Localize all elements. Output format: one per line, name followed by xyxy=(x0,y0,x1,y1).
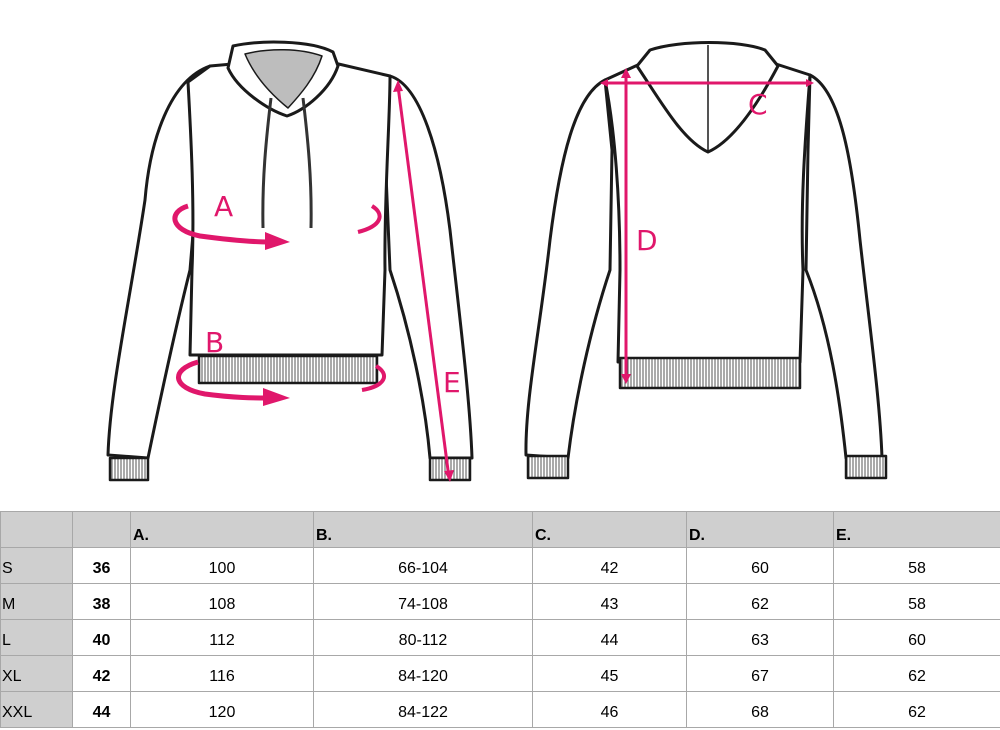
hoodie-measurement-diagram: A B E C D xyxy=(106,40,888,482)
size-chart-table: A. B. C. D. E. S 36 100 66-104 42 60 58 … xyxy=(0,511,1000,728)
measurement-b-hem: B xyxy=(176,326,386,406)
label-c: C xyxy=(748,88,768,121)
eu-size: 36 xyxy=(72,547,131,584)
back-left-sleeve xyxy=(524,78,614,460)
size-label: S xyxy=(0,547,73,584)
value-d: 60 xyxy=(686,547,834,584)
value-c: 42 xyxy=(532,547,687,584)
value-e: 58 xyxy=(833,547,1000,584)
value-a: 116 xyxy=(130,655,314,692)
table-row: L 40 112 80-112 44 63 60 xyxy=(0,619,1000,656)
front-left-cuff xyxy=(108,456,150,482)
value-a: 108 xyxy=(130,583,314,620)
back-left-cuff xyxy=(526,454,570,480)
back-right-cuff xyxy=(844,454,888,480)
front-right-sleeve xyxy=(383,74,474,460)
eu-size: 42 xyxy=(72,655,131,692)
value-d: 67 xyxy=(686,655,834,692)
value-a: 120 xyxy=(130,691,314,728)
header-a: A. xyxy=(130,511,314,548)
value-a: 100 xyxy=(130,547,314,584)
value-c: 45 xyxy=(532,655,687,692)
value-b: 80-112 xyxy=(313,619,533,656)
eu-size: 38 xyxy=(72,583,131,620)
back-view-hoodie xyxy=(524,41,888,480)
back-hem-rib xyxy=(618,356,802,390)
value-b: 84-122 xyxy=(313,691,533,728)
header-size xyxy=(0,511,73,548)
header-eu xyxy=(72,511,131,548)
value-a: 112 xyxy=(130,619,314,656)
label-b: B xyxy=(205,326,224,359)
measurement-c-shoulder: C xyxy=(600,79,814,121)
value-c: 44 xyxy=(532,619,687,656)
value-e: 62 xyxy=(833,691,1000,728)
back-right-sleeve xyxy=(804,73,884,460)
front-left-sleeve xyxy=(106,64,212,460)
value-b: 74-108 xyxy=(313,583,533,620)
size-label: XXL xyxy=(0,691,73,728)
size-label: M xyxy=(0,583,73,620)
table-row: XXL 44 120 84-122 46 68 62 xyxy=(0,691,1000,728)
value-d: 68 xyxy=(686,691,834,728)
value-e: 60 xyxy=(833,619,1000,656)
size-label: L xyxy=(0,619,73,656)
back-body xyxy=(603,62,812,364)
value-d: 62 xyxy=(686,583,834,620)
measurement-e-sleeve: E xyxy=(393,80,461,482)
table-row: S 36 100 66-104 42 60 58 xyxy=(0,547,1000,584)
header-c: C. xyxy=(532,511,687,548)
size-label: XL xyxy=(0,655,73,692)
eu-size: 44 xyxy=(72,691,131,728)
eu-size: 40 xyxy=(72,619,131,656)
header-b: B. xyxy=(313,511,533,548)
value-b: 84-120 xyxy=(313,655,533,692)
header-d: D. xyxy=(686,511,834,548)
value-e: 58 xyxy=(833,583,1000,620)
table-header-row: A. B. C. D. E. xyxy=(0,511,1000,548)
front-hem-rib xyxy=(197,354,379,385)
header-e: E. xyxy=(833,511,1000,548)
value-d: 63 xyxy=(686,619,834,656)
drawstrings xyxy=(261,97,313,229)
label-e: E xyxy=(443,366,461,399)
measurement-d-length: D xyxy=(621,68,658,384)
value-c: 46 xyxy=(532,691,687,728)
label-d: D xyxy=(636,224,658,257)
table-row: M 38 108 74-108 43 62 58 xyxy=(0,583,1000,620)
measurement-a-chest: A xyxy=(172,190,382,250)
label-a: A xyxy=(214,190,233,223)
value-e: 62 xyxy=(833,655,1000,692)
front-body xyxy=(186,60,392,357)
value-c: 43 xyxy=(532,583,687,620)
table-row: XL 42 116 84-120 45 67 62 xyxy=(0,655,1000,692)
front-hood-lining xyxy=(244,48,323,109)
front-view-hoodie xyxy=(106,40,474,482)
value-b: 66-104 xyxy=(313,547,533,584)
